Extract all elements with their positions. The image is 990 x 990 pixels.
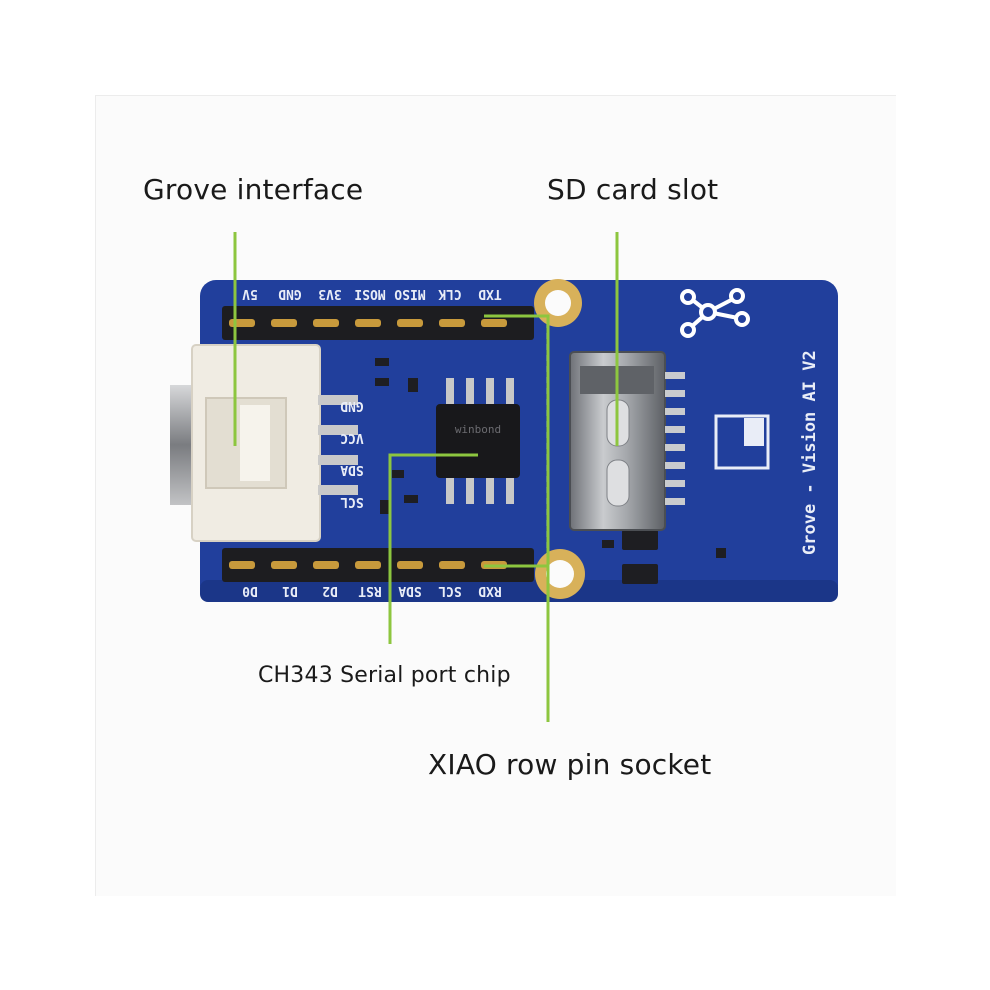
bottom-pin-label-scl: SCL [438, 583, 462, 598]
chip-pin-bottom-2 [466, 476, 474, 504]
sd-slot-pin-3 [665, 408, 685, 415]
top-pin-header [222, 306, 534, 340]
sd-card-icon [714, 414, 770, 470]
top-pin-label-mosi: MOSI [354, 286, 385, 301]
top-pin-labels: TXD CLK MISO MOSI 3V3 GND 5V [242, 286, 502, 301]
chip-brand-text: winbond [455, 423, 501, 436]
top-pin-socket-5 [397, 319, 423, 327]
flash-chip: winbond [436, 378, 520, 504]
sd-slot-pin-4 [665, 426, 685, 433]
callout-leader-lines [233, 232, 619, 722]
bottom-pin-labels: RXD SCL SDA RST D2 D1 D0 [242, 583, 502, 598]
bottom-pin-label-d1: D1 [282, 583, 298, 598]
bottom-pin-socket-1 [229, 561, 255, 569]
bottom-pin-socket-2 [271, 561, 297, 569]
sd-slot-pin-8 [665, 498, 685, 505]
xiao-socket-label: XIAO row pin socket [428, 748, 712, 781]
chip-pin-top-1 [446, 378, 454, 406]
chip-pin-top-2 [466, 378, 474, 406]
top-pin-socket-7 [481, 319, 507, 327]
top-pin-label-miso: MISO [394, 286, 425, 301]
chip-pin-bottom-3 [486, 476, 494, 504]
bottom-pin-label-sda: SDA [398, 583, 422, 598]
bottom-pin-socket-3 [313, 561, 339, 569]
top-pin-label-gnd: GND [278, 286, 302, 301]
grove-pin-label-vcc: VCC [340, 430, 363, 445]
grove-pin-label-sda: SDA [340, 462, 364, 477]
network-logo-icon [680, 288, 750, 338]
board-name-text: Grove - Vision AI V2 [800, 350, 820, 555]
bottom-pin-label-d0: D0 [242, 583, 258, 598]
smd-components [375, 358, 726, 584]
chip-pin-bottom-4 [506, 476, 514, 504]
bottom-pin-label-rst: RST [358, 583, 382, 598]
sd-slot-pin-5 [665, 444, 685, 451]
grove-connector [170, 344, 358, 542]
bottom-pin-socket-4 [355, 561, 381, 569]
top-pin-socket-6 [439, 319, 465, 327]
chip-pin-top-4 [506, 378, 514, 406]
sd-slot-pin-1 [665, 372, 685, 379]
top-pin-label-3v3: 3V3 [318, 286, 341, 301]
mounting-hole-bottom [535, 549, 585, 599]
sd-card-slot-label: SD card slot [547, 173, 719, 206]
bottom-pin-socket-6 [439, 561, 465, 569]
mounting-hole-top [534, 279, 582, 327]
sd-slot-pin-2 [665, 390, 685, 397]
bottom-pin-label-rxd: RXD [478, 583, 502, 598]
grove-pin-labels: GND VCC SDA SCL [340, 398, 364, 509]
top-pin-label-5v: 5V [242, 286, 258, 301]
top-pin-socket-1 [229, 319, 255, 327]
top-pin-label-txd: TXD [478, 286, 502, 301]
sd-slot-pin-6 [665, 462, 685, 469]
chip-pin-top-3 [486, 378, 494, 406]
top-pin-label-clk: CLK [438, 286, 462, 301]
leader-ch343-chip [388, 453, 478, 644]
top-pin-socket-2 [271, 319, 297, 327]
top-pin-socket-4 [355, 319, 381, 327]
chip-pin-bottom-1 [446, 476, 454, 504]
ch343-chip-label: CH343 Serial port chip [258, 663, 511, 688]
grove-pin-label-scl: SCL [340, 494, 364, 509]
sd-slot-pin-7 [665, 480, 685, 487]
grove-interface-label: Grove interface [143, 173, 364, 206]
grove-pin-label-gnd: GND [340, 398, 364, 413]
top-pin-socket-3 [313, 319, 339, 327]
bottom-pin-label-d2: D2 [322, 583, 338, 598]
leader-xiao-socket [484, 314, 550, 722]
bottom-pin-socket-5 [397, 561, 423, 569]
pcb-edge [200, 580, 838, 602]
bottom-pin-header [222, 548, 534, 582]
